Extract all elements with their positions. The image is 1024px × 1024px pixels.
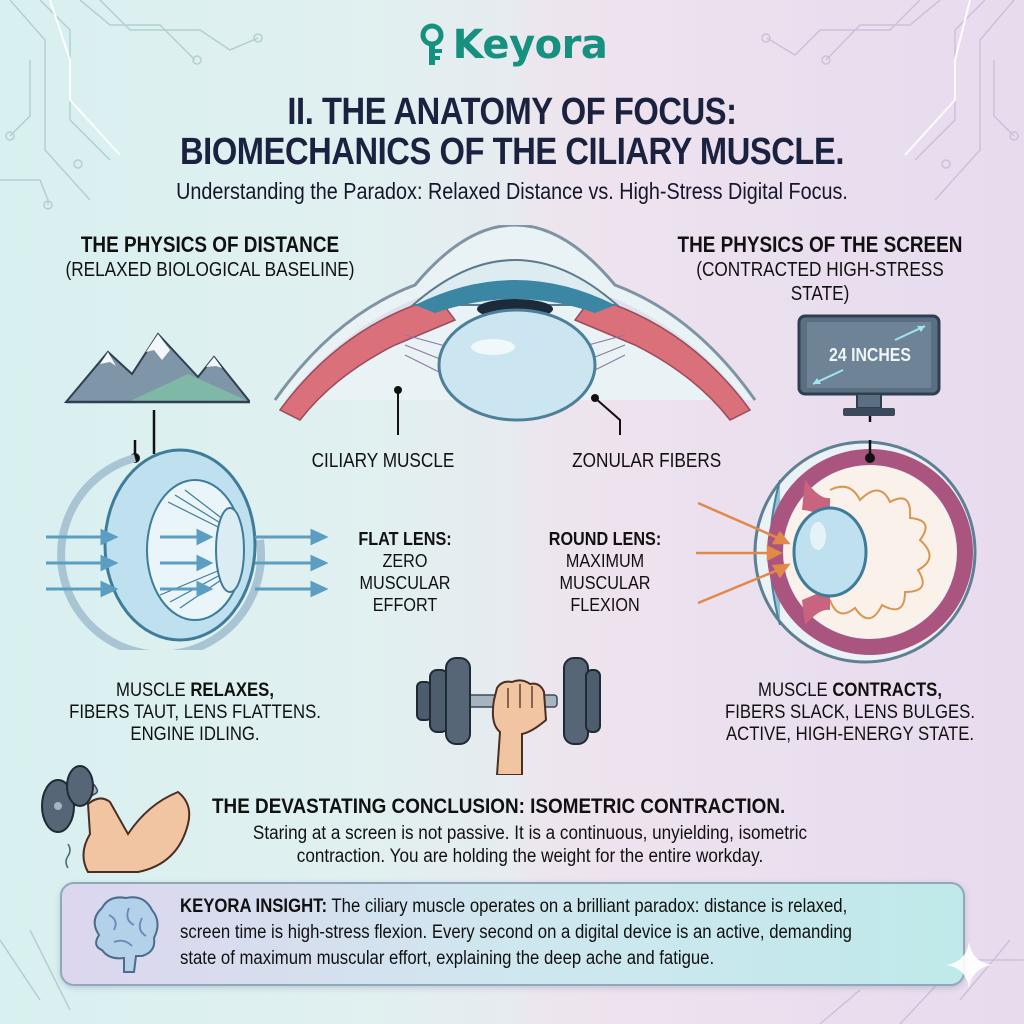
monitor-size-label: 24 INCHES [829,345,911,365]
page-title: II. THE ANATOMY OF FOCUS: BIOMECHANICS O… [72,92,953,172]
monitor-icon [797,314,941,422]
keyora-insight-box: KEYORA INSIGHT: The ciliary muscle opera… [60,882,965,986]
title-line-1: II. THE ANATOMY OF FOCUS: [287,91,737,133]
brand-logo: Keyora [0,22,1024,68]
contracted-eye-diagram [696,440,977,664]
conclusion-title: THE DEVASTATING CONCLUSION: ISOMETRIC CO… [212,795,786,818]
brand-name: Keyora [452,22,608,68]
left-subheading: (RELAXED BIOLOGICAL BASELINE) [65,259,355,281]
eye-cross-section-diagram [273,225,757,435]
contracted-caption: MUSCLE CONTRACTS, FIBERS SLACK, LENS BUL… [725,680,975,745]
insight-text: KEYORA INSIGHT: The ciliary muscle opera… [180,896,852,969]
flat-lens-label: FLAT LENS: ZERO MUSCULAR EFFORT [358,529,452,615]
page-subtitle: Understanding the Paradox: Relaxed Dista… [176,178,848,204]
sparkle-icon [946,942,992,988]
ciliary-muscle-label: CILIARY MUSCLE [311,450,455,472]
title-line-2: BIOMECHANICS OF THE CILIARY MUSCLE. [179,131,844,173]
right-heading: THE PHYSICS OF THE SCREEN [677,232,963,257]
conclusion-body: Staring at a screen is not passive. It i… [252,823,808,867]
relaxed-caption: MUSCLE RELAXES, FIBERS TAUT, LENS FLATTE… [69,680,321,745]
key-logo-icon [420,23,444,65]
brain-icon [93,896,159,973]
left-section-header: THE PHYSICS OF DISTANCE (RELAXED BIOLOGI… [40,232,380,282]
right-subheading: (CONTRACTED HIGH-STRESS STATE) [696,259,944,305]
flexed-arm-dumbbell-icon [41,765,191,873]
dumbbell-fist-icon [416,657,601,775]
relaxed-eye-diagram [46,440,329,650]
zonular-fibers-label: ZONULAR FIBERS [572,450,722,472]
left-heading: THE PHYSICS OF DISTANCE [80,232,340,257]
mountain-icon [63,332,250,454]
round-lens-label: ROUND LENS: MAXIMUM MUSCULAR FLEXION [548,529,662,615]
right-section-header: THE PHYSICS OF THE SCREEN (CONTRACTED HI… [640,232,1000,306]
